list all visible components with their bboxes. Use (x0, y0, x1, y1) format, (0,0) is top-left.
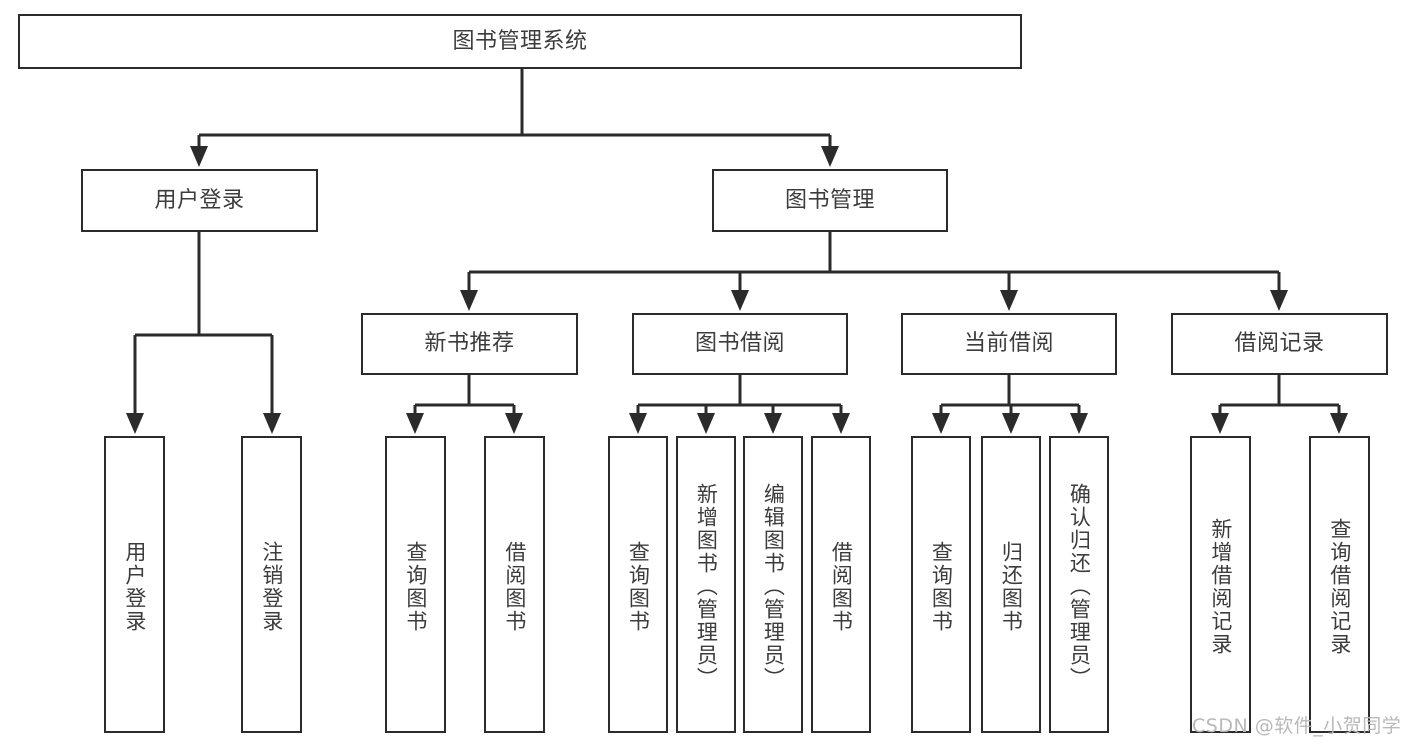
arrow-head-bookmgmt-to-level2 (1270, 290, 1288, 311)
node-label: 借阅图书 (502, 540, 527, 633)
watermark: CSDN @软件_小贺同学 (1192, 715, 1402, 737)
arrow-head-borrow-to-leaves (764, 413, 782, 434)
arrow-head-login-to-leaves (126, 413, 144, 434)
arrow-head-borrow-to-leaves (629, 413, 647, 434)
arrow-head-record-to-leaves (1211, 413, 1229, 434)
node-bookmgmt[interactable]: 图书管理 (712, 169, 948, 232)
node-current[interactable]: 当前借阅 (901, 313, 1117, 375)
arrow-head-newbook-to-leaves (505, 413, 523, 434)
node-leaf-6[interactable]: 新增图书（管理员） (676, 436, 736, 733)
arrow-head-current-to-leaves (1002, 413, 1020, 434)
arrow-head-login-to-leaves (263, 413, 281, 434)
arrow-head-record-to-leaves (1330, 413, 1348, 434)
arrow-head-root-to-level1 (821, 146, 839, 167)
node-label: 借阅图书 (829, 540, 854, 633)
arrow-head-newbook-to-leaves (406, 413, 424, 434)
node-label: 新增图书（管理员） (694, 483, 719, 690)
node-label: 归还图书 (999, 540, 1024, 633)
node-leaf-11[interactable]: 确认归还（管理员） (1049, 436, 1109, 733)
node-leaf-8[interactable]: 借阅图书 (811, 436, 871, 733)
node-leaf-12[interactable]: 新增借阅记录 (1190, 436, 1251, 733)
node-label: 编辑图书（管理员） (761, 483, 786, 690)
arrow-head-bookmgmt-to-level2 (1000, 290, 1018, 311)
node-label: 借阅记录 (1234, 331, 1325, 357)
arrow-head-root-to-level1 (190, 146, 208, 167)
node-leaf-4[interactable]: 借阅图书 (484, 436, 545, 733)
node-label: 查询图书 (626, 540, 651, 633)
arrow-head-borrow-to-leaves (832, 413, 850, 434)
node-record[interactable]: 借阅记录 (1171, 313, 1388, 375)
node-leaf-3[interactable]: 查询图书 (385, 436, 446, 733)
node-label: 注销登录 (259, 540, 284, 633)
node-login[interactable]: 用户登录 (81, 169, 318, 232)
node-label: 用户登录 (122, 540, 147, 633)
node-root[interactable]: 图书管理系统 (18, 14, 1022, 69)
node-label: 图书管理系统 (452, 28, 588, 54)
arrow-head-bookmgmt-to-level2 (460, 290, 478, 311)
node-label: 新书推荐 (424, 331, 515, 357)
node-leaf-2[interactable]: 注销登录 (241, 436, 302, 733)
node-label: 新增借阅记录 (1208, 517, 1233, 656)
node-label: 图书管理 (784, 187, 875, 213)
node-label: 图书借阅 (694, 331, 785, 357)
node-label: 确认归还（管理员） (1067, 483, 1092, 690)
node-label: 用户登录 (154, 187, 245, 213)
node-label: 查询图书 (929, 540, 954, 633)
node-leaf-5[interactable]: 查询图书 (608, 436, 668, 733)
node-leaf-1[interactable]: 用户登录 (104, 436, 165, 733)
arrow-head-bookmgmt-to-level2 (731, 290, 749, 311)
node-leaf-13[interactable]: 查询借阅记录 (1309, 436, 1370, 733)
arrow-head-current-to-leaves (932, 413, 950, 434)
node-label: 查询图书 (403, 540, 428, 633)
node-leaf-7[interactable]: 编辑图书（管理员） (743, 436, 803, 733)
node-newbook[interactable]: 新书推荐 (361, 313, 578, 375)
arrow-head-current-to-leaves (1070, 413, 1088, 434)
node-leaf-9[interactable]: 查询图书 (911, 436, 971, 733)
node-leaf-10[interactable]: 归还图书 (981, 436, 1041, 733)
node-label: 查询借阅记录 (1327, 517, 1352, 656)
node-label: 当前借阅 (963, 331, 1054, 357)
arrow-head-borrow-to-leaves (697, 413, 715, 434)
node-borrow[interactable]: 图书借阅 (632, 313, 848, 375)
